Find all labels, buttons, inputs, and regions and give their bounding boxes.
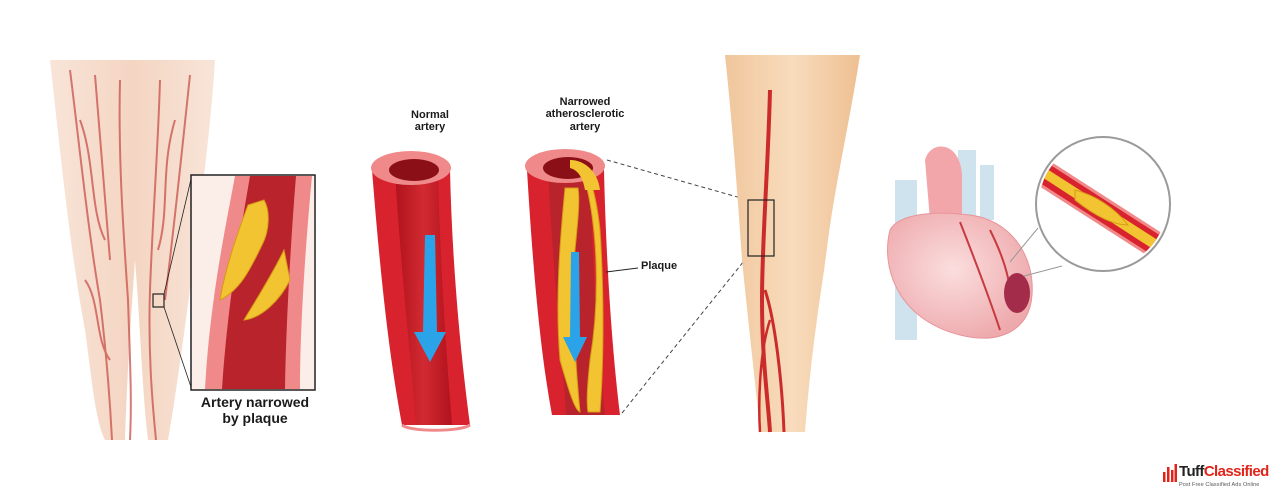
logo-name: TuffClassified	[1179, 463, 1269, 480]
artery-zoom-inset	[190, 174, 316, 391]
logo-tagline: Post Free Classified Ads Online	[1179, 482, 1260, 488]
flow-arrow-icon	[414, 235, 446, 362]
heart-artery-zoom-circle	[1035, 136, 1171, 272]
normal-artery	[371, 151, 471, 432]
narrowed-artery	[525, 149, 749, 415]
flow-arrow-icon	[563, 252, 587, 362]
heart	[887, 146, 1063, 340]
tuffclassified-logo[interactable]: TuffClassified Post Free Classified Ads …	[1163, 463, 1277, 491]
legs-with-arteries	[50, 60, 215, 441]
plaque-label: Plaque	[641, 260, 678, 272]
logo-bars-icon	[1163, 464, 1177, 482]
leg-with-artery	[725, 55, 860, 433]
